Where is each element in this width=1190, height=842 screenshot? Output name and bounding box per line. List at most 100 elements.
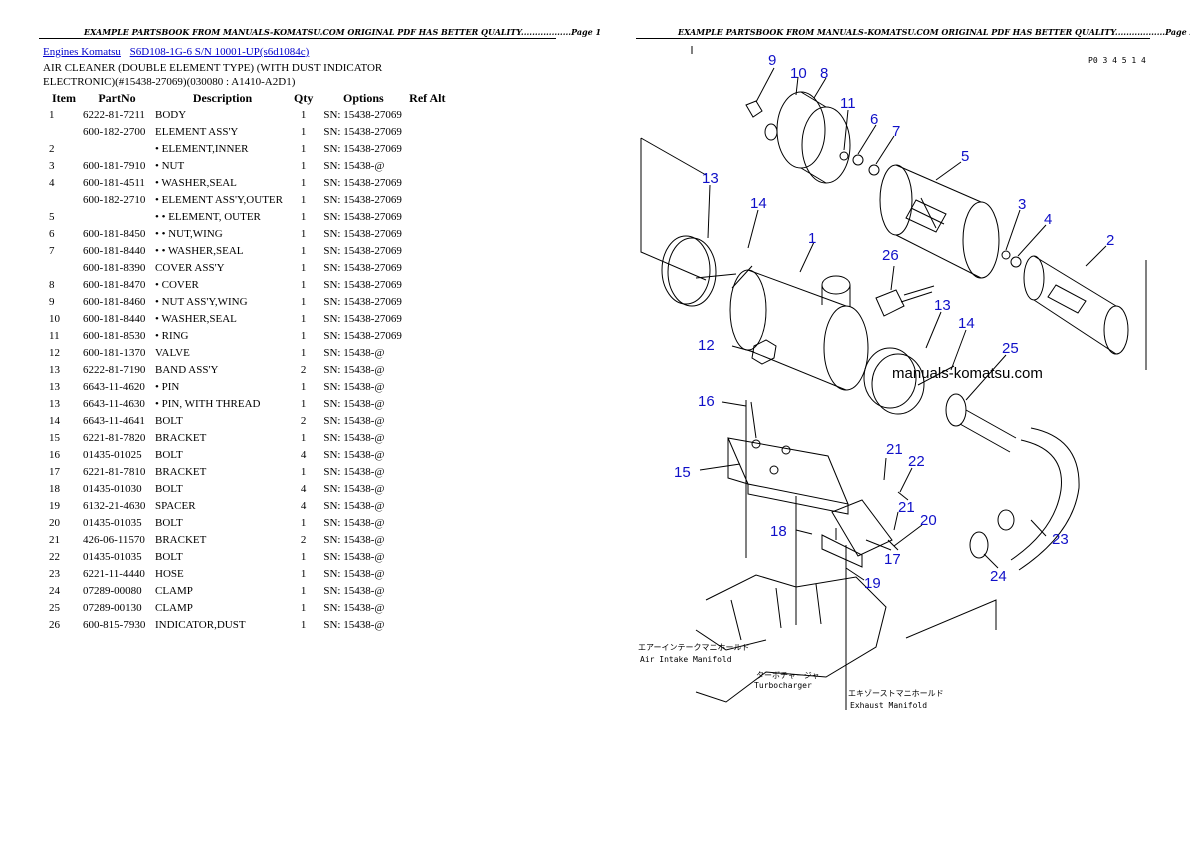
cell-ref-alt xyxy=(405,446,449,463)
cell-item: 13 xyxy=(49,380,60,393)
cell-qty: 1 xyxy=(300,244,307,257)
callout-19: 19 xyxy=(864,575,881,592)
cell-options: SN: 15438-27069 xyxy=(323,244,402,257)
cell-qty: 1 xyxy=(300,431,307,444)
cell-options: SN: 15438-27069 xyxy=(323,329,402,342)
cell-ref-alt xyxy=(405,395,449,412)
cell-qty: 1 xyxy=(300,397,307,410)
cell-ref-alt xyxy=(405,463,449,480)
cell-ref-alt xyxy=(405,123,449,140)
cell-partno: 600-181-8450 xyxy=(83,227,146,240)
cell-options: SN: 15438-@ xyxy=(323,601,385,614)
cell-ref-alt xyxy=(405,208,449,225)
cell-qty: 2 xyxy=(300,414,307,427)
cell-ref-alt xyxy=(405,191,449,208)
callout-24: 24 xyxy=(990,568,1007,585)
cell-qty: 1 xyxy=(300,380,307,393)
cell-ref-alt xyxy=(405,225,449,242)
cell-ref-alt xyxy=(405,327,449,344)
cell-ref-alt xyxy=(405,276,449,293)
drawing-code: P0 3 4 5 1 4 xyxy=(1088,56,1146,65)
callout-26: 26 xyxy=(882,247,899,264)
cell-item: 12 xyxy=(49,346,60,359)
cell-qty: 1 xyxy=(300,108,307,121)
column-header-qty: Qty xyxy=(294,91,314,105)
cell-item: 16 xyxy=(49,448,60,461)
cell-ref-alt xyxy=(405,310,449,327)
label-jp-turbocharger: ターボチャージャ xyxy=(756,671,819,680)
cell-ref-alt xyxy=(405,174,449,191)
breadcrumb-link-model[interactable]: S6D108-1G-6 S/N 10001-UP(s6d1084c) xyxy=(129,46,310,58)
cell-description: • WASHER,SEAL xyxy=(155,312,237,325)
outer-element-part xyxy=(879,164,1000,279)
cell-item: 24 xyxy=(49,584,60,597)
header-divider-right xyxy=(636,38,1150,39)
cell-qty: 4 xyxy=(300,448,307,461)
cell-item: 13 xyxy=(49,363,60,376)
cell-description: • COVER xyxy=(155,278,199,291)
cover-part xyxy=(745,91,851,184)
cell-partno: 6222-81-7211 xyxy=(83,108,145,121)
cell-partno: 600-181-8530 xyxy=(83,329,146,342)
cell-ref-alt xyxy=(405,480,449,497)
cell-description: SPACER xyxy=(155,499,196,512)
cell-ref-alt xyxy=(405,293,449,310)
cell-qty: 1 xyxy=(300,312,307,325)
cell-description: CLAMP xyxy=(155,601,193,614)
callout-21-bottom: 21 xyxy=(898,499,915,516)
cell-item: 25 xyxy=(49,601,60,614)
cell-description: BRACKET xyxy=(155,431,207,444)
cell-description: BOLT xyxy=(155,550,183,563)
callout-20: 20 xyxy=(920,512,937,529)
cell-description: COVER ASS'Y xyxy=(155,261,225,274)
breadcrumb-link-engines[interactable]: Engines Komatsu xyxy=(43,46,121,58)
callout-21-top: 21 xyxy=(886,441,903,458)
cell-partno: 6643-11-4620 xyxy=(83,380,145,393)
cell-description: VALVE xyxy=(155,346,190,359)
cell-options: SN: 15438-@ xyxy=(323,533,385,546)
callout-10: 10 xyxy=(790,65,807,82)
cell-partno: 6132-21-4630 xyxy=(83,499,146,512)
cell-qty: 1 xyxy=(300,584,307,597)
cell-options: SN: 15438-27069 xyxy=(323,261,402,274)
column-header-ref-alt: Ref Alt xyxy=(409,91,446,105)
cell-description: • ELEMENT,INNER xyxy=(155,142,249,155)
cell-qty: 1 xyxy=(300,516,307,529)
cell-ref-alt xyxy=(405,344,449,361)
column-header-item: Item xyxy=(52,91,76,105)
cell-description: BOLT xyxy=(155,482,183,495)
cell-options: SN: 15438-@ xyxy=(323,516,385,529)
cell-qty: 1 xyxy=(300,278,307,291)
cell-item: 5 xyxy=(49,210,55,223)
cell-item: 11 xyxy=(49,329,60,342)
bracket-part xyxy=(727,437,893,568)
cell-item: 13 xyxy=(49,397,60,410)
cell-options: SN: 15438-@ xyxy=(323,618,385,631)
cell-partno: 426-06-11570 xyxy=(83,533,145,546)
cell-ref-alt xyxy=(405,242,449,259)
label-exhaust-manifold: Exhaust Manifold xyxy=(850,701,927,710)
callout-2: 2 xyxy=(1106,232,1114,249)
cell-ref-alt xyxy=(405,497,449,514)
column-header-partno: PartNo xyxy=(98,91,136,105)
cell-options: SN: 15438-@ xyxy=(323,346,385,359)
cell-qty: 1 xyxy=(300,210,307,223)
cell-qty: 1 xyxy=(300,295,307,308)
cell-ref-alt xyxy=(405,140,449,157)
cell-description: • PIN xyxy=(155,380,180,393)
cell-options: SN: 15438-27069 xyxy=(323,227,402,240)
cell-options: SN: 15438-27069 xyxy=(323,210,402,223)
